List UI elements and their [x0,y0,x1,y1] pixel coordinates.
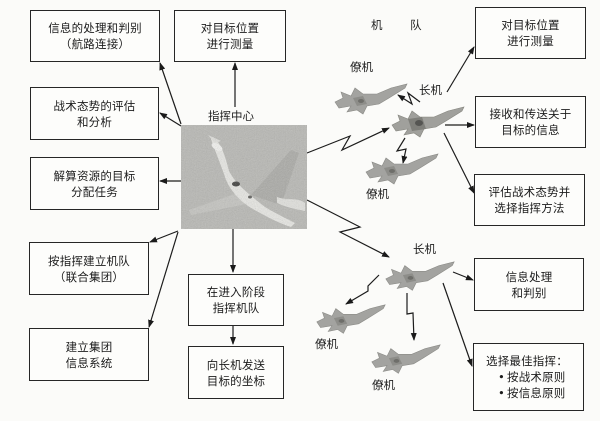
fighter-jet-icon [382,258,458,296]
task-text: 和分析 [76,114,113,129]
task-bullet: 按信息原则 [486,385,566,401]
task-box-group-info-system: 建立集团 信息系统 [29,328,149,381]
task-text: 接收和传送关于 [489,107,572,121]
task-box-target-allocation: 解算资源的目标 分配任务 [30,157,159,210]
arrow-to-situation-assessment [159,112,182,127]
task-box-measure-target: 对目标位置 进行测量 [174,10,286,62]
task-box-guide-entry: 在进入阶段 指挥机队 [188,274,284,326]
task-text: 按指挥建立机队 [48,253,130,268]
task-box-info-processing: 信息的处理和判别 （航路连接） [30,10,160,62]
upper-wingman-label-2: 僚机 [366,187,389,201]
fighter-jet-icon [390,103,466,143]
task-box-lead-measure-target: 对目标位置 进行测量 [475,7,586,59]
datalink-lower-lead-to-wingman-1 [345,274,380,305]
lower-wingman-label-2: 僚机 [372,378,395,392]
task-text: 目标的坐标 [206,373,266,388]
arrow-to-form-group [149,230,179,243]
datalink-lower-lead-to-wingman-2 [406,293,417,341]
command-center-aircraft-image [181,125,307,229]
task-text: 和判别 [511,285,547,300]
awacs-aircraft-icon [181,125,307,229]
task-box-lead-assess-choose: 评估战术态势并 选择指挥方法 [474,174,585,226]
task-text: 进行测量 [206,37,254,51]
task-box-lead-relay-info: 接收和传送关于 目标的信息 [475,96,586,148]
arrow-to-lead-measure-target [446,46,475,93]
task-box-lead-choose-best: 选择最佳指挥： 按战术原则 按信息原则 [473,343,584,411]
fighter-jet-icon [368,341,444,379]
formation-title: 机 队 [371,18,434,32]
datalink-to-lower-lead [306,199,390,258]
fighter-jet-icon [313,301,389,339]
task-text: 解算资源的目标 [53,168,136,183]
task-box-form-group: 按指挥建立机队 （联合集团） [29,242,149,295]
upper-wingman-label-1: 僚机 [350,60,373,74]
command-center-label: 指挥中心 [208,109,254,123]
task-text: （航路连接） [59,37,131,51]
task-text: 指挥机队 [212,301,260,315]
task-box-lead-info-process: 信息处理 和判别 [474,258,584,311]
task-text: 目标的信息 [501,123,560,137]
task-text: 分配任务 [71,184,118,199]
task-box-send-coordinates: 向长机发送 目标的坐标 [188,346,284,399]
fighter-jet-icon [364,150,440,190]
task-heading: 选择最佳指挥： [486,354,568,368]
task-text: 信息的处理和判别 [48,21,142,35]
task-text: 战术态势的评估 [53,98,136,113]
task-text: 在进入阶段 [206,285,266,299]
lower-lead-label: 长机 [413,242,436,256]
arrow-to-group-info-system [148,231,179,328]
lower-wingman-label-1: 僚机 [315,337,338,351]
task-text: 建立集团 [65,339,113,354]
task-text: 评估战术态势并 [488,185,571,199]
upper-lead-label: 长机 [419,83,442,97]
task-text: 信息处理 [505,269,553,284]
task-text: 对目标位置 [200,21,260,35]
task-text: 对目标位置 [501,18,560,32]
task-text: 选择指挥方法 [494,201,565,215]
task-text: 进行测量 [507,34,554,48]
task-bullet: 按战术原则 [486,369,566,385]
task-text: 向长机发送 [206,357,266,372]
arrow-to-info-processing [159,62,182,125]
task-text: （联合集团） [53,269,125,284]
task-text: 信息系统 [65,355,113,370]
task-box-situation-assessment: 战术态势的评估 和分析 [30,87,159,140]
